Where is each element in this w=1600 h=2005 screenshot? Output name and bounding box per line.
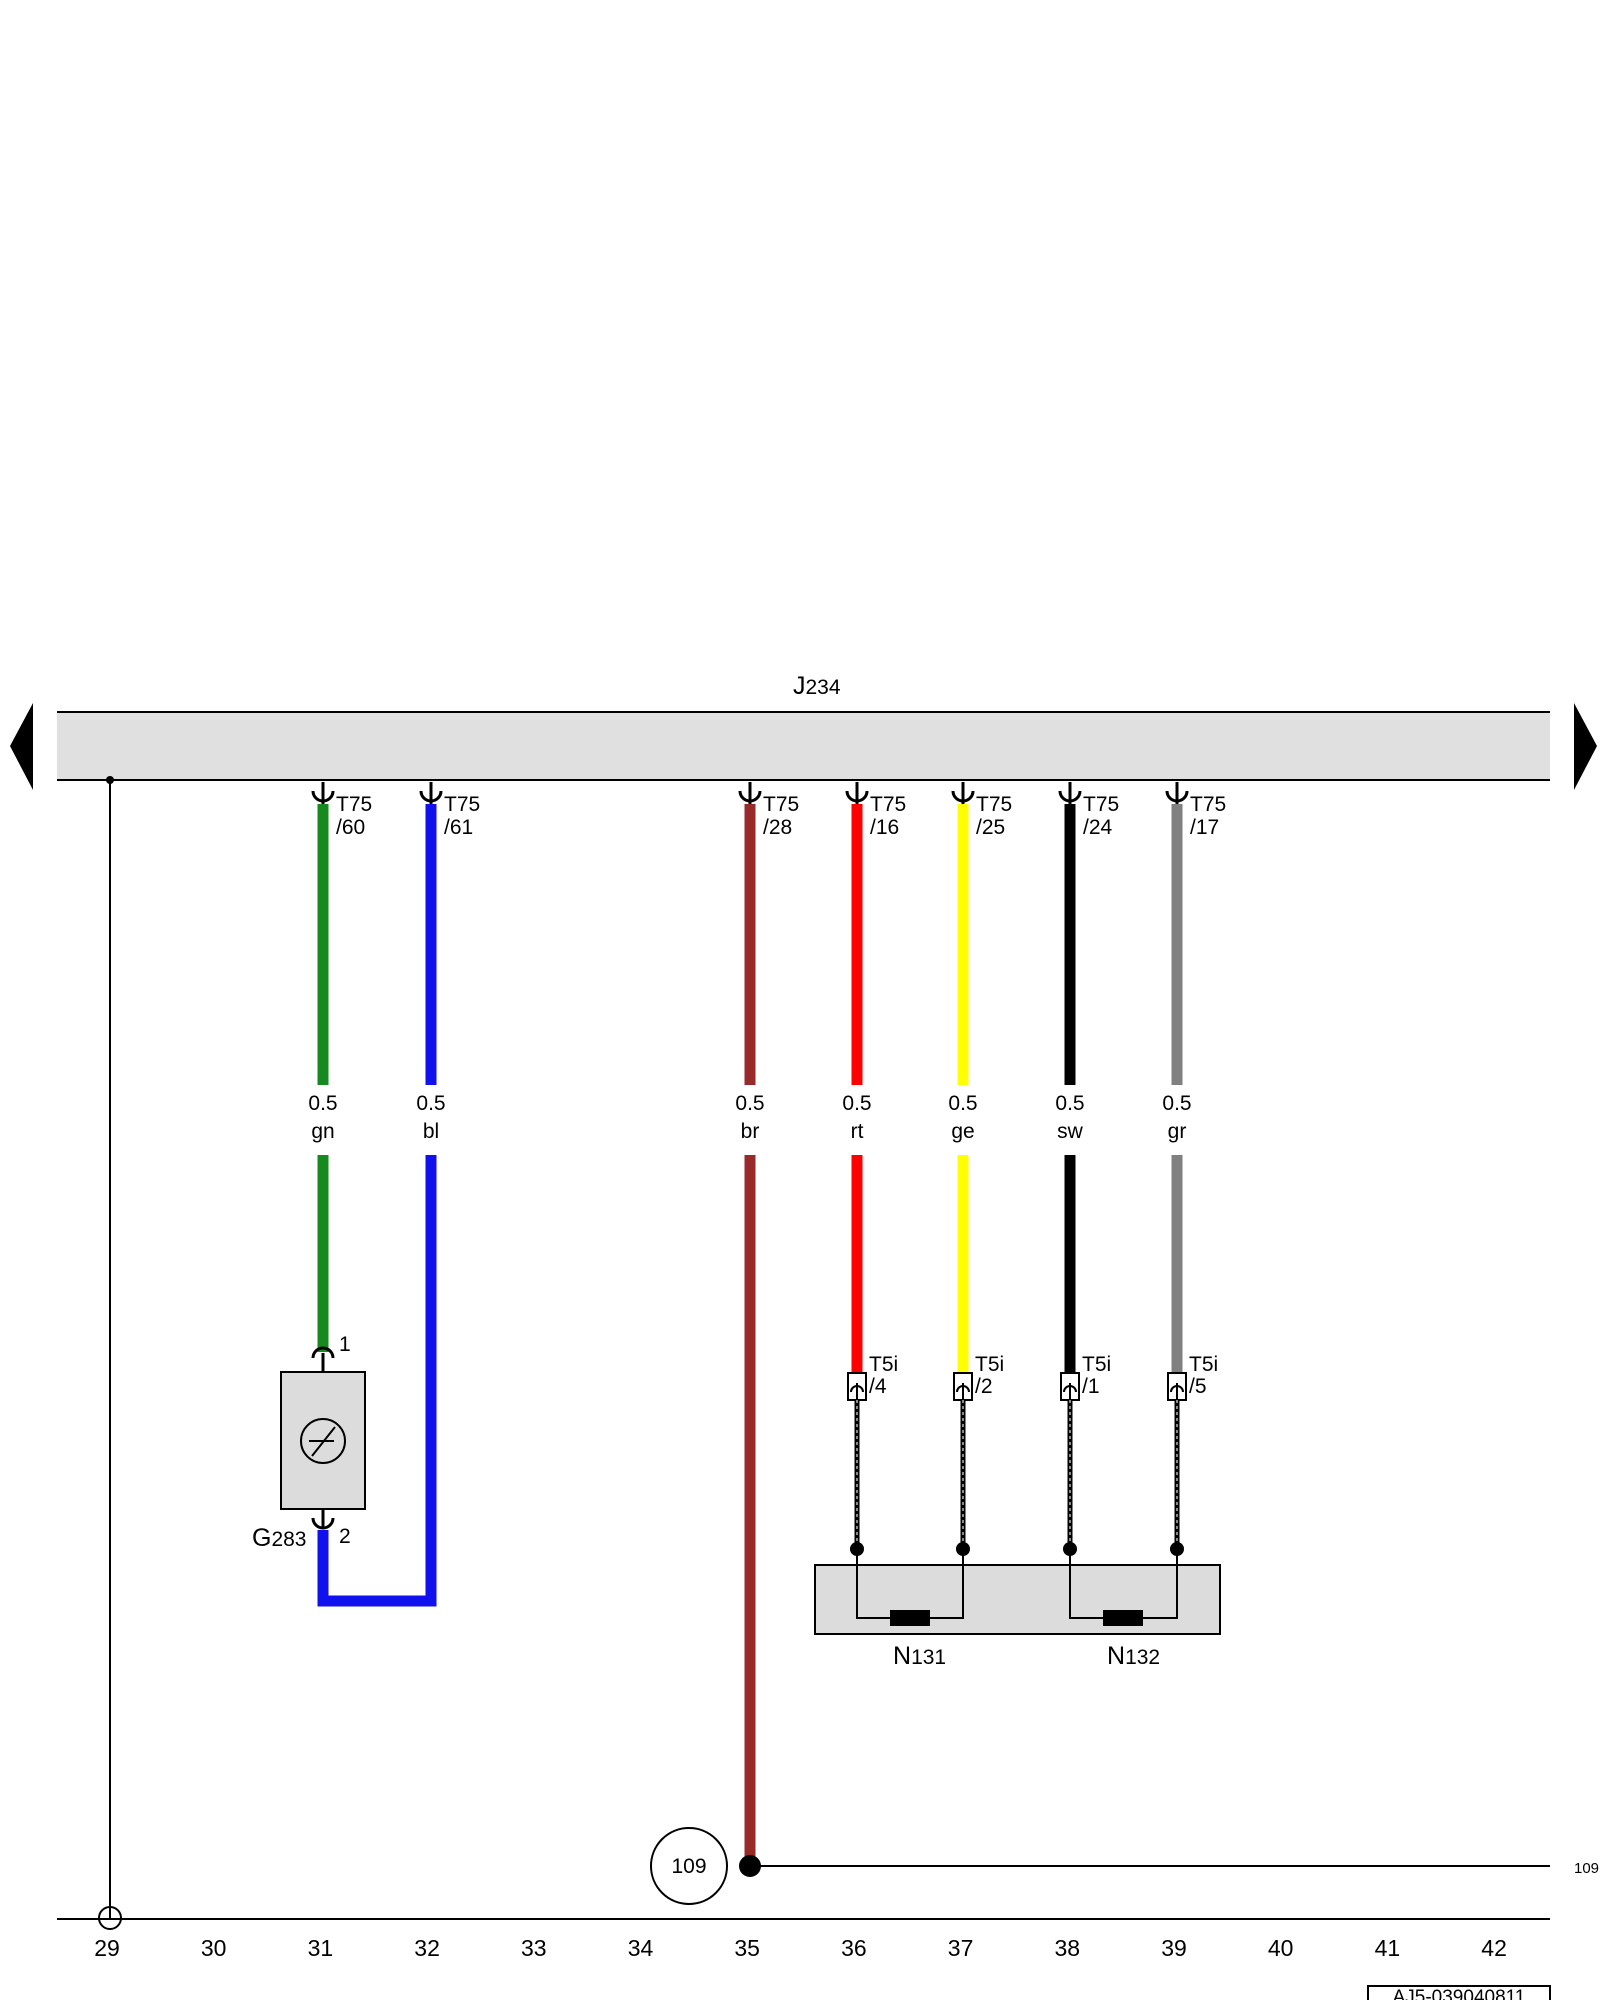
sensor-pin-2-connector-icon [311, 1517, 335, 1530]
column-number: 37 [948, 1935, 974, 1961]
column-number: 29 [94, 1935, 120, 1961]
terminal-label-top: T75 [1083, 793, 1119, 816]
t5i-label-top: T5i [975, 1353, 1004, 1376]
terminal-label-top: T75 [976, 793, 1012, 816]
terminal-label-top: T75 [336, 793, 372, 816]
wire-segment-lower [317, 1155, 437, 1607]
terminal-label-top: T75 [444, 793, 480, 816]
wire-size-label: 0.5 [1055, 1092, 1084, 1115]
valve-block-body [814, 1564, 1221, 1635]
wire-t61: T75/61 0.5 bl [317, 782, 480, 1607]
column-number: 39 [1161, 1935, 1187, 1961]
terminal-label-pin: /61 [444, 816, 473, 839]
wire-t17: T75/17 0.5 gr [1162, 782, 1226, 1383]
wire-color-label: bl [423, 1120, 439, 1143]
wire-size-label: 0.5 [1162, 1092, 1191, 1115]
sensor-pin-2-label: 2 [339, 1525, 351, 1548]
terminal-label-pin: /28 [763, 816, 792, 839]
module-j234: J234 [10, 672, 1597, 790]
terminal-label-top: T75 [1190, 793, 1226, 816]
column-number: 38 [1055, 1935, 1081, 1961]
ground-109-edge-label: 109 [1574, 1860, 1599, 1877]
column-number: 33 [521, 1935, 547, 1961]
terminal-label-pin: /25 [976, 816, 1005, 839]
t5i-label-pin: /4 [869, 1375, 887, 1398]
sensor-pin-1-label: 1 [339, 1333, 351, 1356]
valve-n131-label: N131 [893, 1642, 946, 1670]
sensor-symbol-icon [300, 1418, 346, 1464]
ground-109-circle-label: 109 [671, 1855, 706, 1878]
footer-code-box: AJ5-039040811 [1367, 1985, 1551, 2005]
t5i-label-top: T5i [1189, 1353, 1218, 1376]
valve-n132-coil-icon [1103, 1610, 1143, 1626]
terminal-label-top: T75 [870, 793, 906, 816]
terminal-label-pin: /24 [1083, 816, 1113, 839]
t5i-label-pin: /5 [1189, 1375, 1207, 1398]
continue-left-arrow-icon [10, 703, 33, 790]
column-scale: 29 30 31 32 33 34 35 36 37 38 39 40 41 42 [94, 1935, 1507, 1961]
wire-size-label: 0.5 [308, 1092, 337, 1115]
column-number: 41 [1375, 1935, 1401, 1961]
t5i-connector: T5i/1 [1060, 1353, 1111, 1556]
column-number: 40 [1268, 1935, 1294, 1961]
wire-t60: T75/60 0.5 gn [308, 782, 372, 1352]
sensor-pin-1-connector-icon [311, 1346, 335, 1359]
footer-code-text: AJ5-039040811 [1393, 1987, 1526, 2000]
column-number: 34 [628, 1935, 654, 1961]
wire-color-label: ge [951, 1120, 974, 1143]
wire-size-label: 0.5 [735, 1092, 764, 1115]
ground-rail [98, 776, 122, 1930]
wire-color-label: rt [851, 1120, 864, 1143]
terminal-label-pin: /16 [870, 816, 899, 839]
wire-group: T75/60 0.5 gn T75/61 0.5 bl T75/28 0.5 br T75/16 0… [308, 782, 1226, 1866]
wire-size-label: 0.5 [948, 1092, 977, 1115]
valve-n131-coil-icon [890, 1610, 930, 1626]
column-number: 32 [414, 1935, 440, 1961]
valve-n132-label: N132 [1107, 1642, 1160, 1670]
wire-t25: T75/25 0.5 ge [948, 782, 1012, 1383]
wire-color-label: gr [1168, 1120, 1187, 1143]
sensor-g283: 1 2 G283 [252, 1333, 366, 1552]
continue-right-arrow-icon [1574, 703, 1597, 790]
column-number: 42 [1481, 1935, 1507, 1961]
t5i-connector: T5i/5 [1167, 1353, 1218, 1556]
t5i-label-pin: /1 [1082, 1375, 1100, 1398]
terminal-label-pin: /17 [1190, 816, 1219, 839]
ground-109-circle [650, 1827, 728, 1905]
column-number: 36 [841, 1935, 867, 1961]
valve-block: N131 N132 [814, 1549, 1221, 1670]
column-number: 30 [201, 1935, 227, 1961]
ground-109-junction [739, 1855, 761, 1877]
wire-t16: T75/16 0.5 rt [842, 782, 906, 1383]
t5i-connector: T5i/4 [847, 1353, 898, 1556]
ground-point-109: 109 109 [650, 1827, 1599, 1905]
t5i-label-top: T5i [1082, 1353, 1111, 1376]
column-number: 35 [734, 1935, 760, 1961]
terminal-label-top: T75 [763, 793, 799, 816]
module-j234-bar [57, 712, 1550, 780]
wire-color-label: gn [311, 1120, 334, 1143]
sensor-g283-label: G283 [252, 1524, 307, 1552]
wire-color-label: sw [1057, 1120, 1084, 1143]
wire-color-label: br [741, 1120, 760, 1143]
sensor-symbol-icon-stroke-b [311, 1426, 336, 1457]
t5i-label-pin: /2 [975, 1375, 993, 1398]
wire-t24: T75/24 0.5 sw [1055, 782, 1119, 1383]
wire-size-label: 0.5 [842, 1092, 871, 1115]
column-number: 31 [308, 1935, 334, 1961]
wire-t28: T75/28 0.5 br [735, 782, 799, 1866]
wire-size-label: 0.5 [416, 1092, 445, 1115]
module-j234-label: J234 [793, 672, 841, 700]
t5i-connector: T5i/2 [953, 1353, 1004, 1556]
terminal-label-pin: /60 [336, 816, 365, 839]
t5i-label-top: T5i [869, 1353, 898, 1376]
